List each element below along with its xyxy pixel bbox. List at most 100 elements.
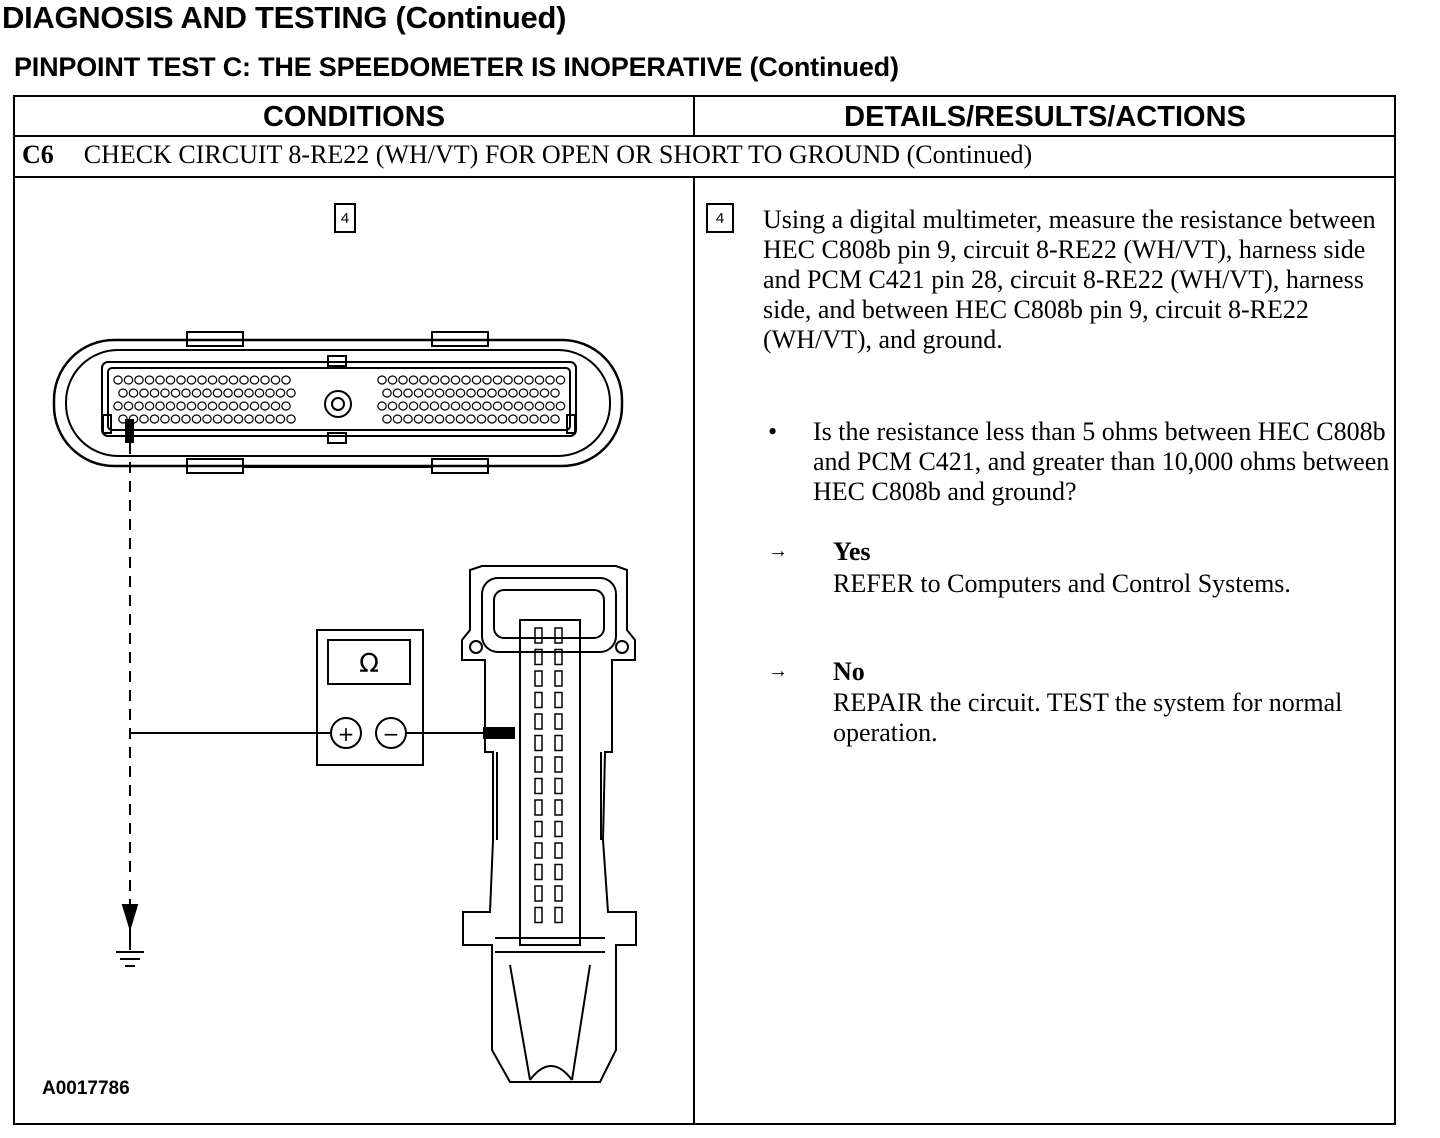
pin-hole <box>144 401 155 411</box>
pin-hole <box>434 388 445 398</box>
pin-hole <box>550 414 560 424</box>
body-column-divider <box>693 177 695 1125</box>
pin-hole <box>382 414 392 424</box>
header-column-divider <box>693 95 695 136</box>
pin-hole <box>482 375 492 385</box>
pin-hole <box>440 401 450 411</box>
pin-hole <box>239 401 249 411</box>
pin-hole <box>113 375 123 385</box>
pin-hole <box>281 401 291 411</box>
pin-hole <box>429 401 440 411</box>
pin-hole <box>286 414 296 424</box>
pin-hole <box>160 388 170 398</box>
pin-hole <box>518 414 529 424</box>
pin-hole <box>518 388 529 398</box>
pin-hole <box>186 375 197 385</box>
details-column-header: DETAILS/RESULTS/ACTIONS <box>844 100 1246 133</box>
conditions-step-number: 4 <box>334 203 356 233</box>
pin-hole <box>492 401 503 411</box>
no-arrow-icon: → <box>768 660 788 682</box>
pin-hole <box>260 401 270 411</box>
pin-hole <box>466 388 476 398</box>
yes-action: REFER to Computers and Control Systems. <box>833 569 1291 598</box>
pin-hole <box>128 388 139 398</box>
pin-hole <box>191 388 202 398</box>
pcm-pin <box>534 648 543 666</box>
pin-hole <box>440 375 450 385</box>
pin-hole <box>524 401 534 411</box>
pin-hole <box>149 388 160 398</box>
pin-hole <box>492 375 503 385</box>
pin-hole <box>408 401 419 411</box>
pcm-pin <box>534 756 543 773</box>
pin-hole <box>550 388 560 398</box>
pin-hole <box>377 401 387 411</box>
pcm-connector-pins <box>534 627 563 924</box>
pcm-pin <box>534 820 543 838</box>
pin-hole <box>503 401 513 411</box>
pin-hole <box>207 375 218 385</box>
pin-hole <box>275 388 286 398</box>
pin-hole <box>233 414 244 424</box>
header-divider <box>13 135 1396 137</box>
pin-hole <box>503 375 513 385</box>
pin-hole <box>275 414 286 424</box>
test-question: Is the resistance less than 5 ohms betwe… <box>813 417 1390 506</box>
pcm-pin <box>534 691 543 709</box>
pcm-pin <box>534 906 543 924</box>
pcm-pin <box>554 691 563 709</box>
pin-hole <box>281 375 291 385</box>
pcm-pin <box>554 756 563 773</box>
hec-connector-c808b <box>52 331 624 474</box>
pcm-pin <box>554 670 563 687</box>
yes-label: Yes <box>833 537 871 566</box>
pin-hole <box>377 375 387 385</box>
pin-hole <box>286 388 296 398</box>
pin-hole <box>419 401 429 411</box>
pin-hole <box>186 401 197 411</box>
pin-hole <box>228 401 239 411</box>
pin-hole <box>555 375 566 385</box>
pin-hole <box>249 375 260 385</box>
pin-hole <box>508 414 518 424</box>
pin-hole <box>233 388 244 398</box>
pin-hole <box>254 414 265 424</box>
pin-hole <box>508 388 518 398</box>
pin-hole <box>513 375 524 385</box>
pin-hole <box>260 375 270 385</box>
pin-hole <box>413 388 424 398</box>
pcm-pin <box>554 863 563 881</box>
pin-hole <box>387 375 398 385</box>
pin-hole <box>134 375 144 385</box>
pcm-pin <box>534 777 543 795</box>
pin-hole <box>155 401 165 411</box>
pin-hole <box>113 401 123 411</box>
pin-hole <box>181 388 191 398</box>
pin-hole <box>160 414 170 424</box>
pin-hole <box>139 414 149 424</box>
pin-hole <box>155 375 165 385</box>
pin-hole <box>212 388 223 398</box>
pcm-pin <box>554 906 563 924</box>
pin-hole <box>149 414 160 424</box>
pin-hole <box>482 401 492 411</box>
digital-multimeter <box>316 629 424 766</box>
pcm-pin <box>534 713 543 730</box>
meter-plus-terminal: + <box>338 722 355 746</box>
pin-hole <box>218 375 228 385</box>
pin-hole <box>403 388 413 398</box>
yes-arrow-icon: → <box>768 540 788 562</box>
pcm-pin <box>534 734 543 752</box>
pin-hole <box>176 401 186 411</box>
pin-hole <box>534 401 545 411</box>
pin-hole <box>434 414 445 424</box>
conditions-column-header: CONDITIONS <box>262 100 446 133</box>
pin-hole <box>476 414 487 424</box>
pcm-pin <box>534 885 543 902</box>
test-instruction: Using a digital multimeter, measure the … <box>763 205 1376 354</box>
pin-hole <box>382 388 392 398</box>
test-table <box>13 95 1396 1125</box>
pin-hole <box>424 388 434 398</box>
pin-hole <box>170 388 181 398</box>
